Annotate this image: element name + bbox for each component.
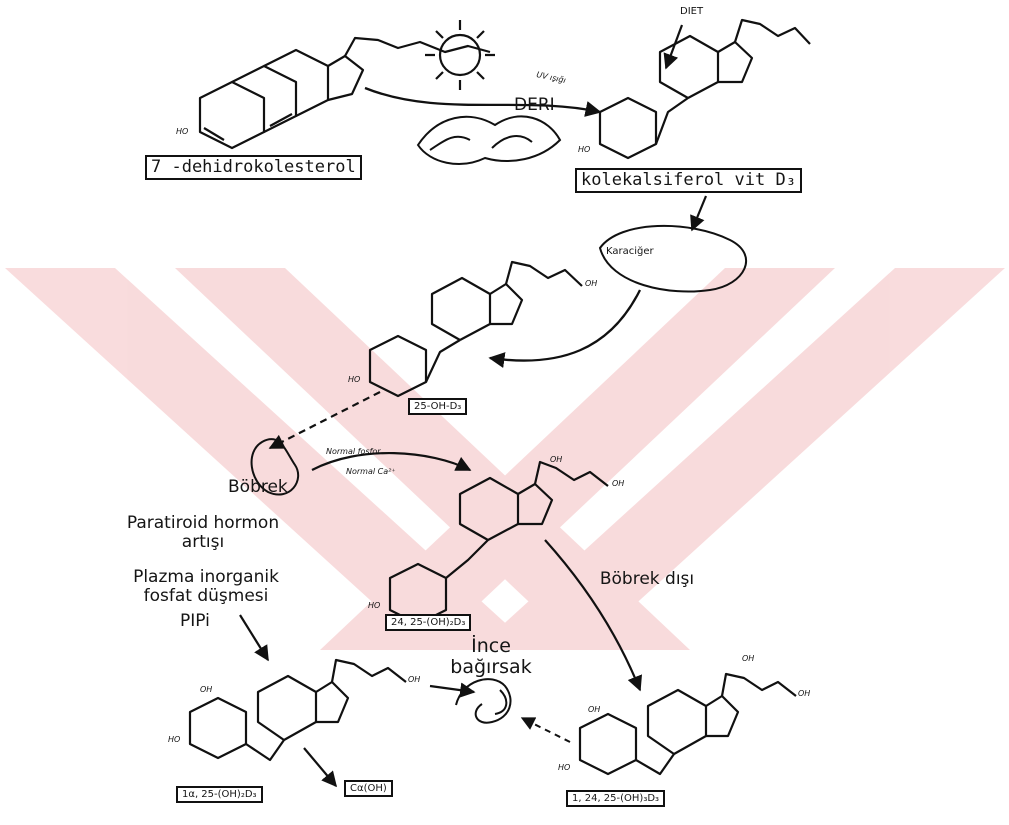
arrow-1-25-to-cytosol bbox=[303, 747, 337, 788]
molecule-1-24-25-trihydroxy-d3 bbox=[578, 672, 797, 776]
label-oh-7: OH bbox=[742, 654, 755, 663]
label-small-intestine: İnce bağırsak bbox=[450, 635, 532, 678]
label-skin: DERI bbox=[514, 95, 555, 115]
liver-icon bbox=[598, 224, 748, 293]
label-ho-5: HO bbox=[168, 735, 181, 744]
arrow-to-1-25 bbox=[239, 614, 269, 662]
arrow-to-kidney bbox=[268, 391, 381, 449]
label-plasma-phosphate: Plazma inorganik fosfat düşmesi bbox=[133, 567, 279, 606]
label-oh-2: OH bbox=[550, 455, 563, 464]
label-pipi: PIPi bbox=[180, 611, 210, 631]
watermark-logo bbox=[5, 268, 1005, 650]
label-25-hydroxy-d3: 25-OH-D₃ bbox=[408, 398, 468, 415]
sun-icon bbox=[425, 20, 495, 90]
label-ho-6: HO bbox=[558, 763, 571, 772]
label-oh-6: OH bbox=[588, 705, 601, 714]
label-oh-1: OH bbox=[585, 279, 598, 288]
label-oh-8: OH bbox=[798, 689, 811, 698]
label-kidney: Böbrek bbox=[228, 477, 288, 497]
label-oh-4: OH bbox=[200, 685, 213, 694]
label-normal-phosphorus: Normal fosfor bbox=[326, 447, 381, 456]
label-ho-4: HO bbox=[368, 601, 381, 610]
label-oh-5: OH bbox=[408, 675, 421, 684]
molecule-7-dehydrocholesterol bbox=[198, 36, 491, 150]
label-7-dehydrocholesterol: 7 -dehidrokolesterol bbox=[145, 155, 362, 180]
kidney-icon bbox=[250, 438, 300, 496]
arrow-trihydroxy-to-intestine bbox=[520, 717, 571, 743]
label-ho-2: HO bbox=[578, 145, 591, 154]
arrow-skin-conversion bbox=[364, 86, 602, 117]
label-cholecalciferol: kolekalsiferol vit D₃ bbox=[575, 168, 802, 193]
skin-icon bbox=[416, 115, 562, 165]
arrow-to-liver bbox=[690, 195, 708, 232]
label-diet: DIET bbox=[680, 6, 704, 17]
arrow-1-25-to-intestine bbox=[429, 682, 476, 698]
label-liver: Karaciğer bbox=[606, 246, 654, 257]
arrow-liver-to-25oh bbox=[488, 289, 642, 369]
label-parathyroid: Paratiroid hormon artışı bbox=[126, 513, 280, 552]
label-trihydroxy-d3: 1, 24, 25-(OH)₃D₃ bbox=[566, 790, 666, 807]
arrow-kidney-to-24-25 bbox=[311, 452, 472, 471]
label-ho-1: HO bbox=[176, 127, 189, 136]
molecule-24-25-dihydroxy-d3 bbox=[388, 460, 609, 626]
molecule-1-25-dihydroxy-d3 bbox=[188, 658, 407, 762]
molecule-cholecalciferol bbox=[598, 18, 811, 160]
label-24-25-dihydroxy-d3: 24, 25-(OH)₂D₃ bbox=[385, 614, 472, 631]
label-extrarenal: Böbrek dışı bbox=[599, 569, 695, 589]
label-normal-calcium: Normal Ca²⁺ bbox=[346, 467, 396, 476]
label-ho-3: HO bbox=[348, 375, 361, 384]
label-1-25-dihydroxy-d3: 1α, 25-(OH)₂D₃ bbox=[176, 786, 263, 803]
arrow-extrarenal-to-trihydroxy bbox=[544, 539, 642, 692]
arrow-diet bbox=[663, 24, 684, 70]
label-oh-3: OH bbox=[612, 479, 625, 488]
label-cytosol: Cα(OH) bbox=[344, 780, 393, 797]
intestine-icon bbox=[455, 678, 512, 724]
molecule-25-hydroxy-d3 bbox=[368, 260, 583, 398]
